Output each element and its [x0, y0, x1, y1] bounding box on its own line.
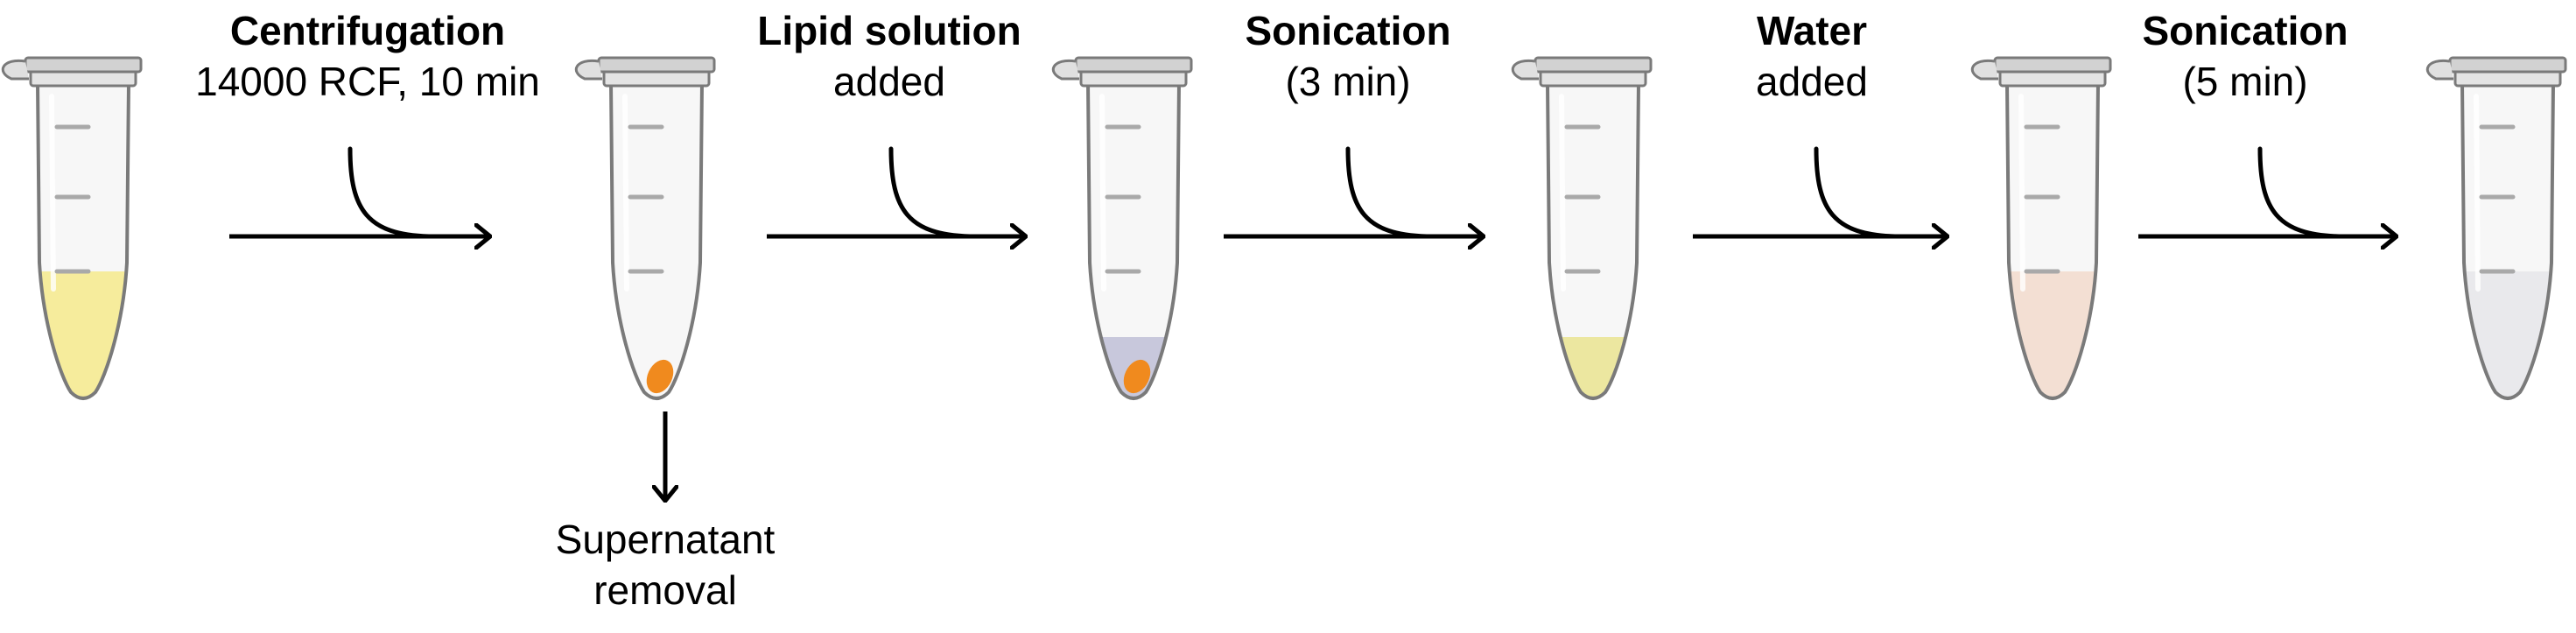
tube-body — [1088, 83, 1179, 398]
tube-hinge — [1051, 59, 1079, 81]
step-label-sonication-5min: Sonication (5 min) — [2096, 5, 2394, 107]
input-curve — [888, 146, 972, 239]
step-title: Sonication — [2142, 8, 2348, 53]
tube-highlight — [622, 94, 629, 292]
step-label-sonication-3min: Sonication (3 min) — [1199, 5, 1497, 107]
tube-cap — [1993, 56, 2112, 74]
tube-hinge — [574, 59, 602, 81]
tube-liquid — [2462, 271, 2553, 398]
step-label-lipid-solution: Lipid solution added — [714, 5, 1064, 107]
tube-hinge — [2425, 59, 2453, 81]
tube-cap — [597, 56, 716, 74]
step-title: Centrifugation — [229, 8, 506, 53]
tube — [574, 56, 716, 400]
tube-highlight — [1099, 94, 1106, 292]
tube-cap — [1074, 56, 1193, 74]
tube-highlight — [1559, 94, 1566, 292]
tube-liquid — [1548, 337, 1639, 398]
removal-line-2: removal — [593, 567, 737, 613]
step-title: Sonication — [1245, 8, 1451, 53]
tube-liquid — [2007, 271, 2098, 398]
tube-outline — [1085, 81, 1182, 400]
tube-body — [1548, 83, 1639, 398]
step-detail: added — [1756, 59, 1868, 104]
tube — [1051, 56, 1193, 400]
step-title: Water — [1756, 8, 1868, 53]
tube-hinge — [1970, 59, 1998, 81]
step-title: Lipid solution — [757, 8, 1021, 53]
input-curve — [347, 146, 432, 239]
arrows-layer — [229, 146, 2397, 501]
tube-outline — [1545, 81, 1641, 400]
input-curve — [1345, 146, 1429, 239]
step-label-centrifugation: Centrifugation 14000 RCF, 10 min — [149, 5, 586, 107]
step-detail: added — [833, 59, 945, 104]
tube — [1511, 56, 1653, 400]
tube-highlight — [2018, 94, 2025, 292]
supernatant-removal-label: Supernatant removal — [516, 514, 814, 615]
tube-highlight — [2474, 94, 2481, 292]
step-label-water: Water added — [1681, 5, 1943, 107]
input-curve — [2257, 146, 2341, 239]
tube-body — [611, 83, 702, 398]
tubes-layer — [1, 56, 2567, 400]
tube-outline — [35, 81, 131, 400]
pellet — [646, 359, 674, 394]
tube-highlight — [49, 94, 56, 292]
tube-cap — [2448, 56, 2567, 74]
tube-liquid — [38, 271, 129, 398]
input-curve — [1814, 146, 1898, 239]
step-detail: 14000 RCF, 10 min — [195, 59, 540, 104]
removal-line-1: Supernatant — [555, 517, 776, 562]
tube-cap — [24, 56, 143, 74]
tube — [2425, 56, 2567, 400]
tube-cap — [1534, 56, 1653, 74]
tube-outline — [2460, 81, 2556, 400]
tube — [1970, 56, 2112, 400]
tube-outline — [608, 81, 705, 400]
step-detail: (3 min) — [1285, 59, 1411, 104]
tube-hinge — [1511, 59, 1539, 81]
tube-outline — [2004, 81, 2101, 400]
tube-hinge — [1, 59, 29, 81]
tube — [1, 56, 143, 400]
pellet — [1123, 359, 1151, 394]
step-detail: (5 min) — [2182, 59, 2308, 104]
